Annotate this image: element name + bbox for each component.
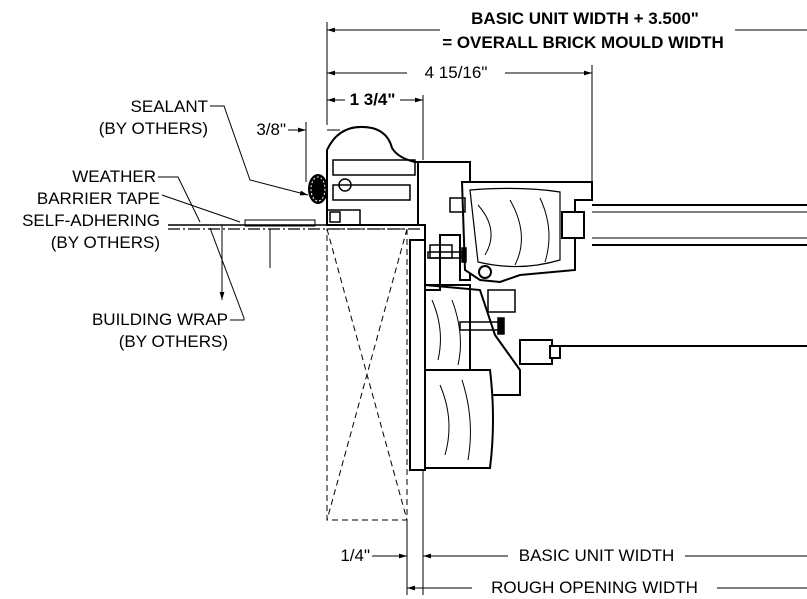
building-wrap-label: BUILDING WRAP (91, 310, 228, 329)
weather-barrier-label-3: SELF-ADHERING (22, 211, 160, 230)
dimension-basic-unit-width: BASIC UNIT WIDTH (518, 546, 675, 565)
title-line-1: BASIC UNIT WIDTH + 3.500" (471, 9, 699, 28)
weather-barrier-label-1: WEATHER (72, 167, 156, 186)
weather-barrier-label-2: BARRIER TAPE (36, 189, 160, 208)
lower-hardware (519, 339, 807, 365)
dimension-sealant-gap: 3/8" (256, 120, 286, 139)
dimension-rough-opening-width: ROUGH OPENING WIDTH (491, 578, 698, 597)
rough-opening-space (326, 228, 408, 521)
insulated-glass (561, 204, 807, 246)
sealant-bead (308, 174, 328, 204)
brick-mould-profile (326, 126, 426, 226)
building-wrap (168, 219, 420, 268)
sealant-label: SEALANT (130, 97, 208, 116)
dimension-lines (288, 27, 807, 591)
building-wrap-by-others-label: (BY OTHERS) (118, 332, 228, 351)
wood-jamb (409, 239, 521, 471)
installation-screws (427, 247, 505, 335)
extension-lines (305, 22, 593, 595)
sealant-by-others-label: (BY OTHERS) (98, 119, 208, 138)
dimension-overall-frame: 4 15/16" (424, 63, 488, 82)
title-line-2: = OVERALL BRICK MOULD WIDTH (425, 32, 741, 54)
dimension-brick-mould: 1 3/4" (349, 90, 396, 109)
leader-lines (158, 105, 309, 321)
dimension-shim-gap: 1/4" (340, 546, 370, 565)
frame-profile (417, 161, 593, 313)
weather-barrier-label-4: (BY OTHERS) (50, 233, 160, 252)
